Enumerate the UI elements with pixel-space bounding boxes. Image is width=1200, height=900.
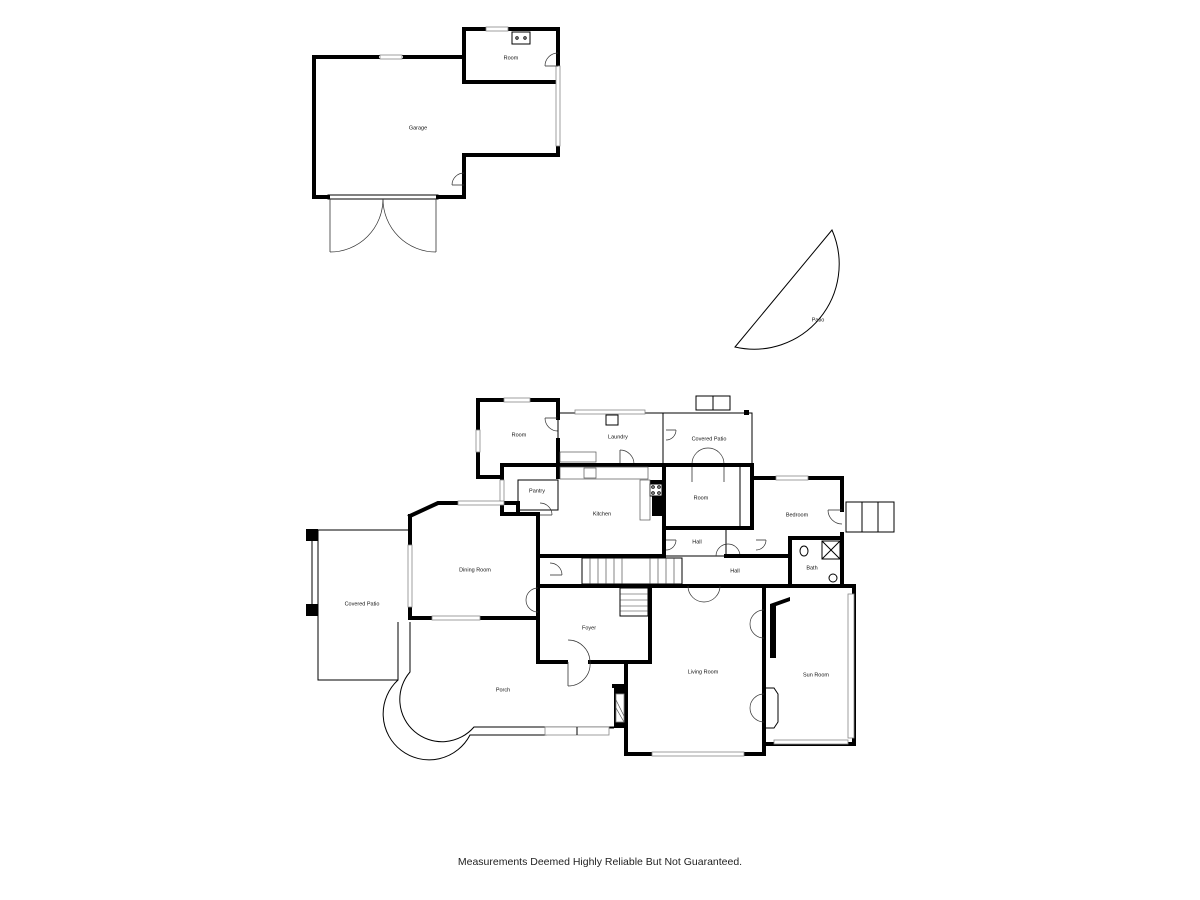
dining-window-top xyxy=(457,500,505,506)
garage-walls xyxy=(312,27,560,199)
upper-room-label: Room xyxy=(512,432,527,438)
bedroom-walls xyxy=(724,476,844,588)
covered-patio-left-post-top xyxy=(306,529,318,541)
stairs-top xyxy=(581,557,683,585)
sun-room-window-bottom xyxy=(773,739,849,745)
bath-toilet xyxy=(799,545,809,557)
garage-label: Garage xyxy=(409,125,427,131)
bath-walls xyxy=(788,536,844,588)
upper-room-window xyxy=(503,397,531,403)
sun-room-window-right xyxy=(847,593,855,739)
dining-walls xyxy=(407,501,540,620)
disclaimer-text: Measurements Deemed Highly Reliable But … xyxy=(457,856,743,868)
bedroom-window xyxy=(775,475,809,481)
kitchen-sink xyxy=(583,467,597,479)
kitchen-counter-top xyxy=(559,466,649,480)
main-house: Room Laundry Covered Patio Pantry xyxy=(306,395,895,761)
kitchen-counter-right xyxy=(639,479,651,521)
stairs-foyer xyxy=(619,587,649,617)
patio-area: Patio xyxy=(734,229,840,350)
living-double-door-right-bottom xyxy=(749,693,765,723)
mid-room-label: Room xyxy=(694,495,709,501)
laundry-label: Laundry xyxy=(608,434,628,440)
garage-door-frame xyxy=(327,194,439,200)
garage-room-sink xyxy=(511,31,531,45)
living-double-door-top xyxy=(687,585,721,603)
covered-patio-top-label: Covered Patio xyxy=(692,436,727,442)
upper-room-window-side xyxy=(475,429,481,453)
small-hall-walls xyxy=(663,528,727,557)
garage-room-window xyxy=(485,26,509,32)
garage-building: Garage Room xyxy=(312,26,561,253)
covered-patio-left-label: Covered Patio xyxy=(345,601,380,607)
covered-patio-left-post-bottom xyxy=(306,604,318,616)
sun-room-label: Sun Room xyxy=(803,672,829,678)
foyer-label: Foyer xyxy=(582,625,596,631)
hall-label: Hall xyxy=(730,568,739,574)
living-window-bottom xyxy=(651,751,745,757)
sun-room-pillar xyxy=(770,597,790,658)
living-label: Living Room xyxy=(688,669,719,675)
kitchen-walls xyxy=(536,463,754,620)
dining-window-left xyxy=(407,544,413,608)
range-block xyxy=(652,496,664,516)
porch-label: Porch xyxy=(496,687,510,693)
foyer-walls xyxy=(536,584,652,664)
sun-room-bay xyxy=(764,687,779,729)
garage-window-top xyxy=(379,54,403,60)
covered-patio-top-outline xyxy=(663,412,753,464)
pantry-window xyxy=(499,479,505,505)
sun-room-walls xyxy=(762,584,856,746)
small-hall-label: Hall xyxy=(692,539,701,545)
garage-room-label: Room xyxy=(504,55,519,61)
porch-outline xyxy=(382,622,614,761)
laundry-sink xyxy=(605,414,619,426)
laundry-counter xyxy=(559,451,597,463)
patio-label: Patio xyxy=(812,317,825,323)
patio-outline xyxy=(734,229,840,350)
dining-label: Dining Room xyxy=(459,567,491,573)
bath-sink xyxy=(828,573,838,583)
garage-side-window xyxy=(555,65,561,147)
bath-shower xyxy=(821,540,841,560)
dining-double-door xyxy=(525,587,539,613)
pantry-label: Pantry xyxy=(529,488,545,494)
living-double-door-right-top xyxy=(749,609,765,639)
kitchen-label: Kitchen xyxy=(593,511,611,517)
room-double-door xyxy=(691,447,725,465)
bath-label: Bath xyxy=(806,565,817,571)
dining-window-bottom xyxy=(431,615,481,621)
laundry-window xyxy=(574,409,646,415)
bedroom-steps xyxy=(845,501,895,533)
bedroom-label: Bedroom xyxy=(786,512,809,518)
